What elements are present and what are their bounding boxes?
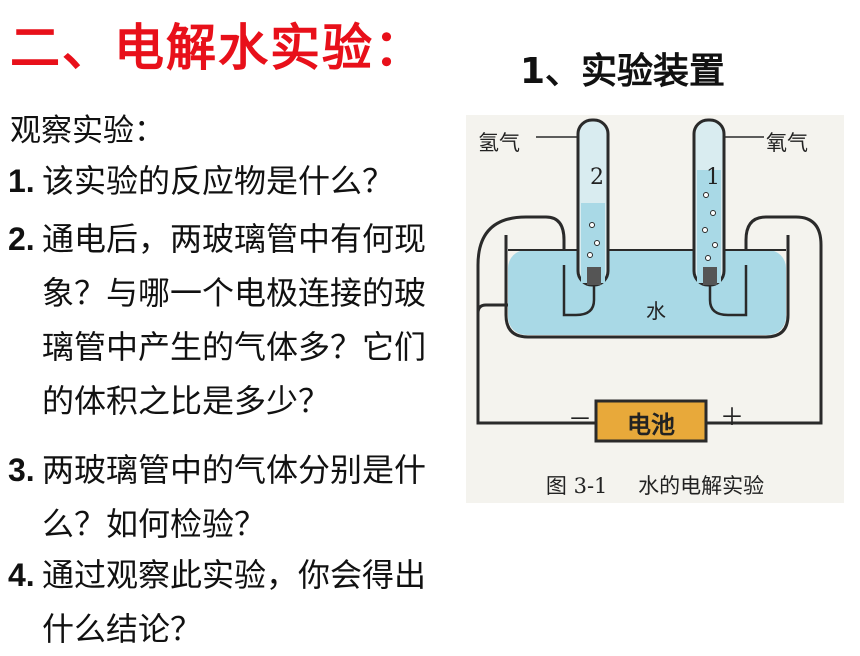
negative-terminal-label: － (568, 405, 592, 433)
circuit-wire (706, 215, 823, 425)
apparatus-drawing (476, 118, 823, 443)
battery-label: 电池 (627, 411, 675, 439)
question-text: 通过观察此实验，你会得出什么结论？ (42, 556, 427, 648)
caption-text: 水的电解实验 (638, 474, 765, 498)
question-text: 该实验的反应物是什么？ (42, 162, 395, 200)
question-text: 两玻璃管中的气体分别是什么？如何检验？ (42, 451, 427, 543)
question-1: 1. 该实验的反应物是什么？ (8, 154, 468, 208)
question-number: 3. (8, 452, 35, 488)
water-trough (504, 235, 790, 339)
tube-right-water (697, 170, 721, 283)
hydrogen-label: 氢气 (478, 131, 520, 155)
caption-number: 图 3-1 (545, 474, 608, 498)
question-3: 3. 两玻璃管中的气体分别是什么？如何检验？ (8, 443, 448, 551)
question-number: 4. (8, 557, 35, 593)
question-number: 2. (8, 221, 35, 257)
electrode-right (703, 267, 717, 285)
tube-number-left: 2 (590, 165, 604, 190)
question-2: 2. 通电后，两玻璃管中有何现象？与哪一个电极连接的玻璃管中产生的气体多？它们的… (8, 212, 448, 428)
electrode-wire (708, 265, 748, 317)
question-4: 4. 通过观察此实验，你会得出什么结论？ (8, 548, 448, 656)
observe-label: 观察实验： (10, 113, 165, 149)
oxygen-label: 氧气 (766, 131, 808, 155)
tube-number-right: 1 (706, 165, 720, 190)
water-label: 水 (646, 299, 666, 323)
question-number: 1. (8, 163, 35, 199)
battery (594, 399, 708, 443)
slide-title: 二、电解水实验： (10, 19, 426, 77)
electrode-left (587, 267, 601, 285)
circuit-wire (476, 215, 566, 313)
electrolysis-diagram: 氢气 氧气 2 1 水 － 电池 ＋ 图 3-1 水的电解实验 (466, 115, 844, 503)
positive-terminal-label: ＋ (720, 403, 744, 431)
figure-caption: 图 3-1 水的电解实验 (466, 470, 844, 500)
electrode-wire (562, 265, 596, 317)
question-text: 通电后，两玻璃管中有何现象？与哪一个电极连接的玻璃管中产生的气体多？它们的体积之… (42, 220, 427, 420)
section-subtitle: 1、实验装置 (520, 51, 726, 92)
